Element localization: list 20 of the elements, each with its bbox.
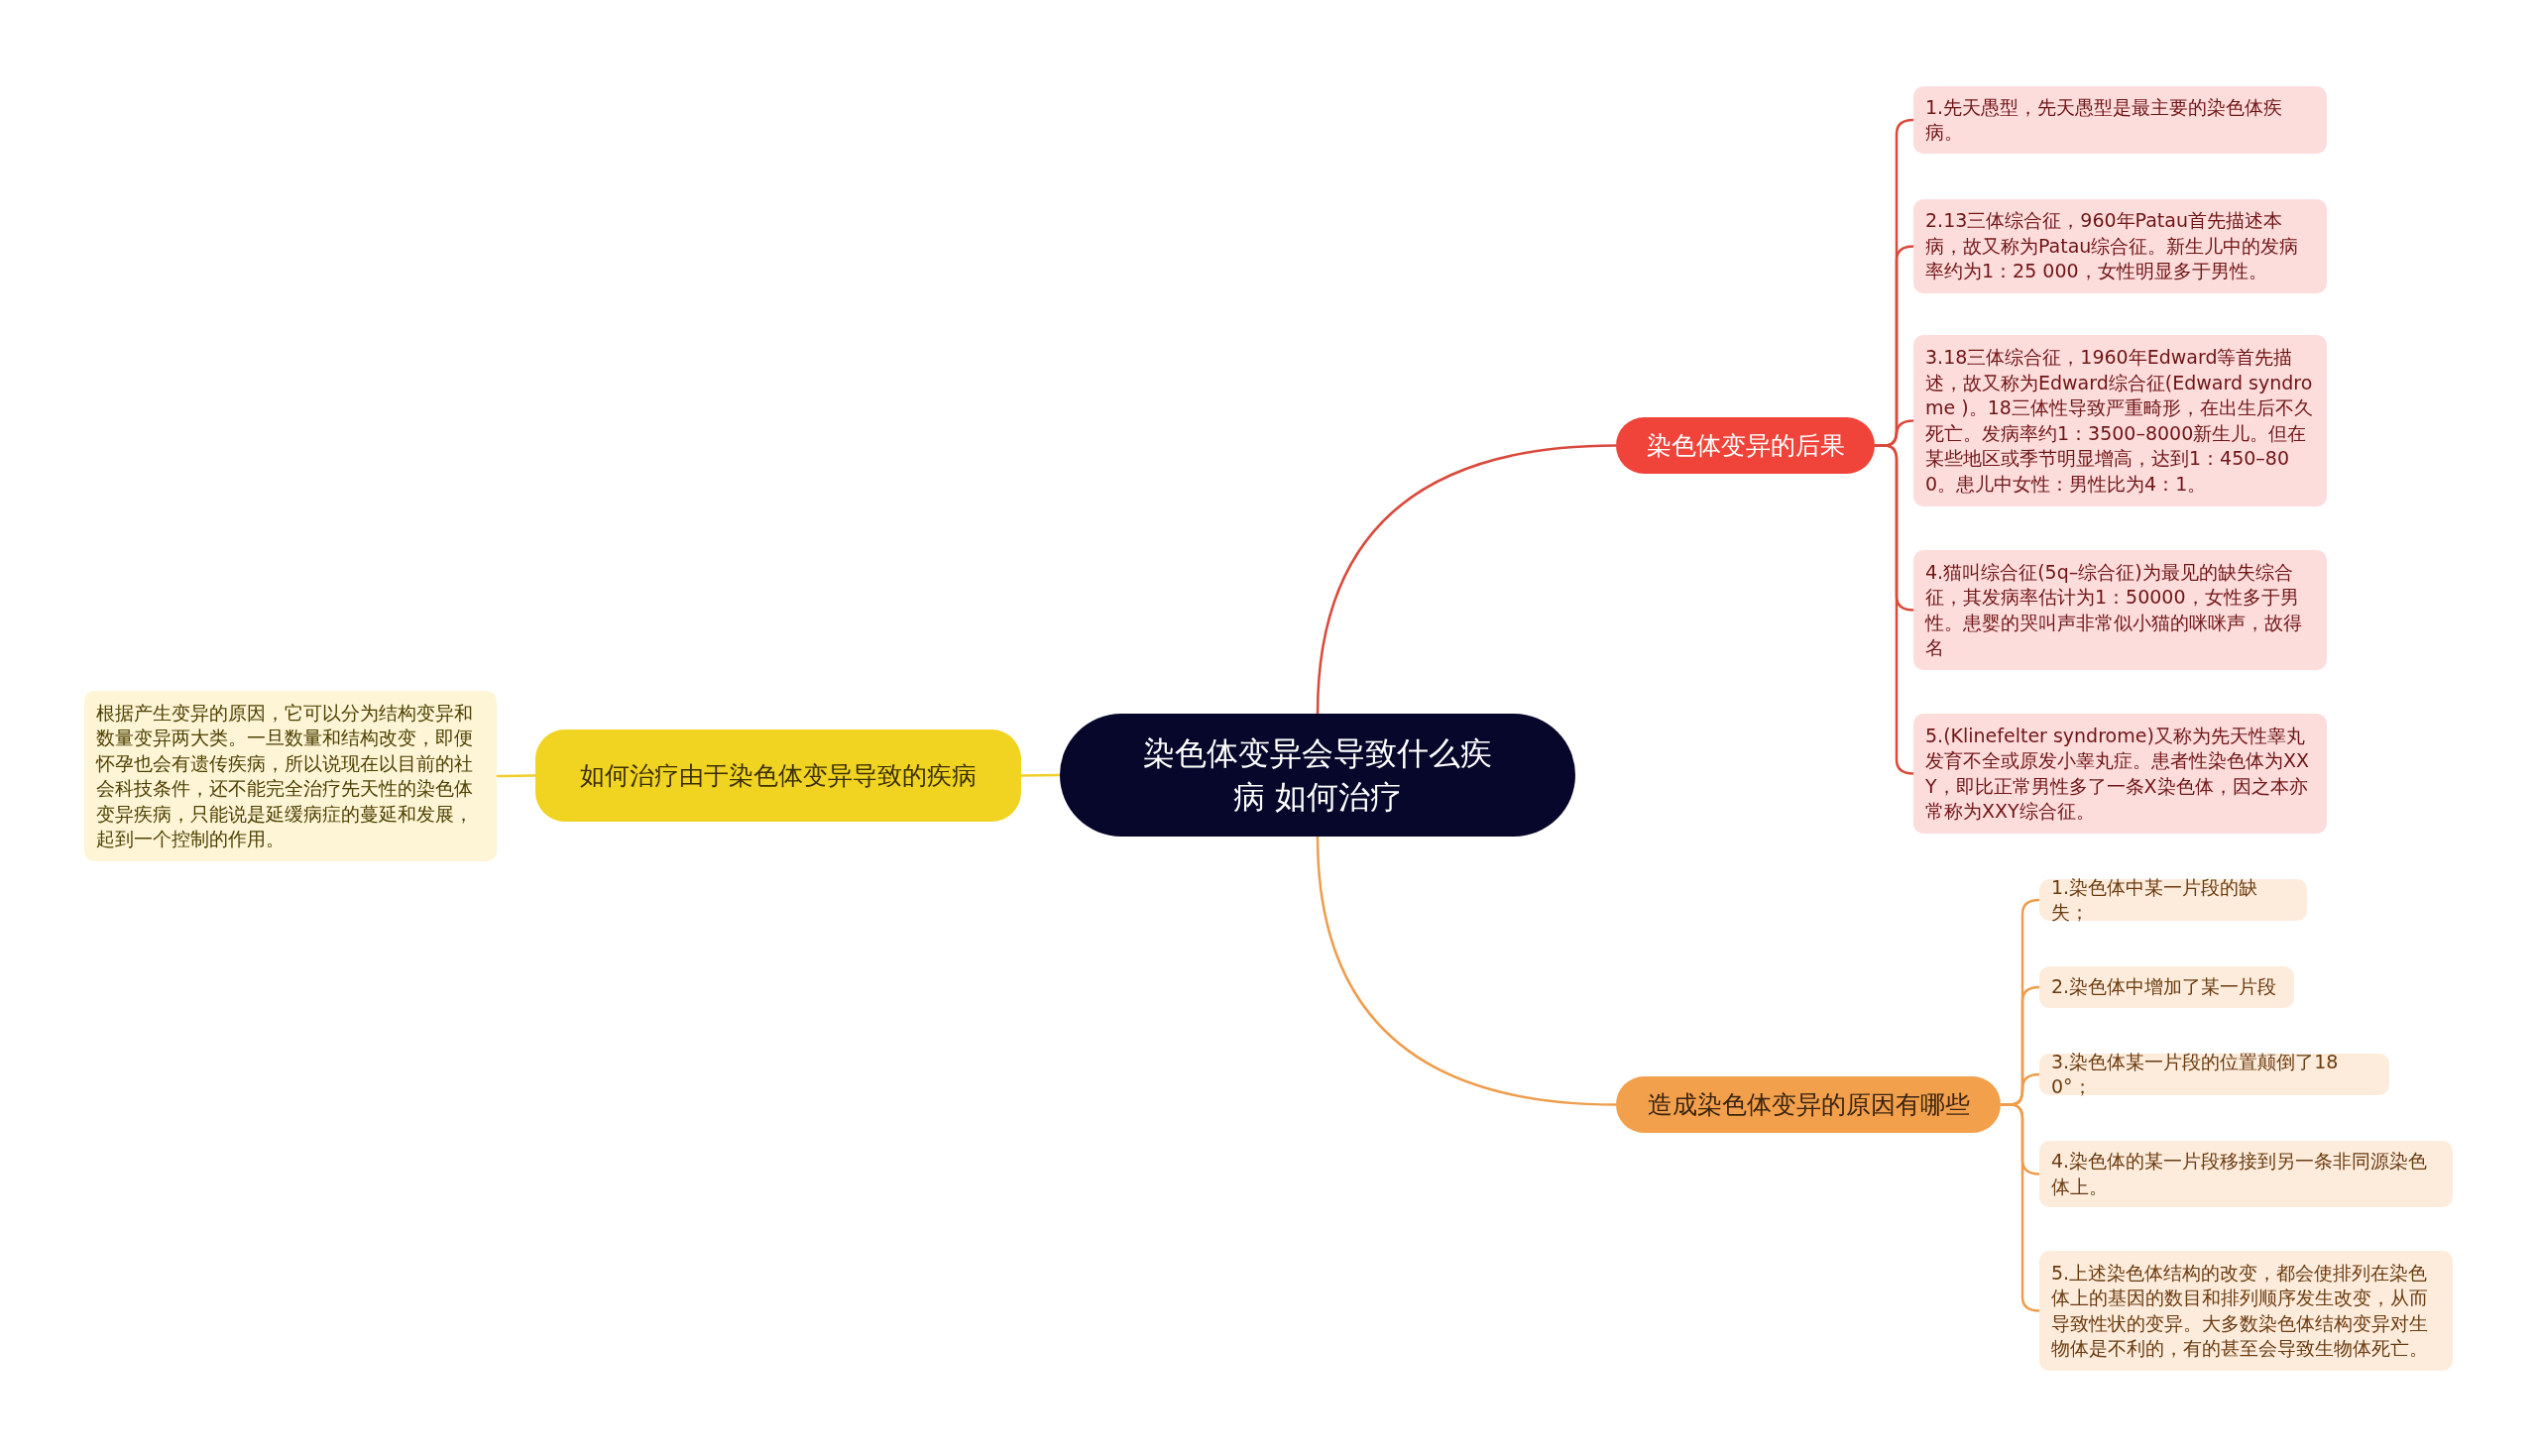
note-box: 2.13三体综合征，960年Patau首先描述本病，故又称为Patau综合征。新生儿中的发病率约为1：25 000，女性明显多于男性。 <box>1913 199 2327 293</box>
connector-line <box>1316 444 1617 715</box>
topic-box: 染色体变异的后果 <box>1616 417 1875 474</box>
note-box: 2.染色体中增加了某一片段 <box>2039 966 2294 1008</box>
connector-line <box>497 774 535 778</box>
note-box: 5.(Klinefelter syndrome)又称为先天性睾丸发育不全或原发小睾丸症。患者性染色体为XXY，即比正常男性多了一条X染色体，因之本亦常称为XXY综合征。 <box>1913 714 2327 834</box>
topic-box: 造成染色体变异的原因有哪些 <box>1616 1076 2001 1133</box>
connector-line <box>2001 1103 2040 1312</box>
note-box: 5.上述染色体结构的改变，都会使排列在染色体上的基因的数目和排列顺序发生改变，从而导致性状的变异。大多数染色体结构变异对生物体是不利的，有的甚至会导致生物体死亡。 <box>2039 1251 2453 1371</box>
topic-box: 如何治疗由于染色体变异导致的疾病 <box>535 729 1021 822</box>
note-box: 1.染色体中某一片段的缺失； <box>2039 879 2307 921</box>
connector-line <box>1316 836 1617 1106</box>
note-box: 1.先天愚型，先天愚型是最主要的染色体疾病。 <box>1913 86 2327 154</box>
connector-line <box>1021 773 1060 777</box>
note-box: 根据产生变异的原因，它可以分为结构变异和数量变异两大类。一旦数量和结构改变，即便怀孕也会有遗传疾病，所以说现在以目前的社会科技条件，还不能完全治疗先天性的染色体变异疾病，只能说是延缓病症的蔓延和发展，起到一个控制的作用。 <box>84 691 497 861</box>
note-box: 3.18三体综合征，1960年Edward等首先描述，故又称为Edward综合征(Edward syndrome )。18三体性导致严重畸形，在出生后不久死亡。发病率约1：3500–8000新生儿。但在某些地区或季节明显增高，达到1：450–800。患儿中女性：男性比为4：1。 <box>1913 335 2327 506</box>
note-box: 3.染色体某一片段的位置颠倒了180°； <box>2039 1054 2389 1095</box>
note-box: 4.猫叫综合征(5q–综合征)为最见的缺失综合征，其发病率估计为1：50000，女性多于男性。患婴的哭叫声非常似小猫的咪咪声，故得名 <box>1913 550 2327 670</box>
central-topic: 染色体变异会导致什么疾病 如何治疗 <box>1060 714 1575 837</box>
note-box: 4.染色体的某一片段移接到另一条非同源染色体上。 <box>2039 1141 2453 1207</box>
